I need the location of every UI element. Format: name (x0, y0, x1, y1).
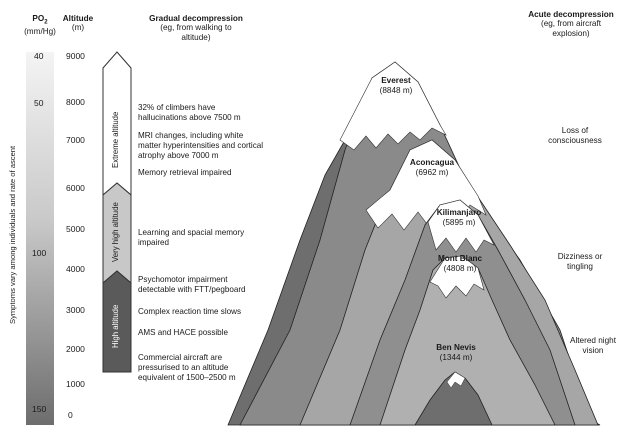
peak-name: Everest (381, 76, 411, 85)
altitude-unit: (m) (71, 23, 85, 33)
altitude-tick: 2000 (66, 344, 85, 354)
altitude-tick: 3000 (66, 305, 85, 315)
peak-height: (5895 m) (442, 217, 476, 227)
peak-label-aconcagua: Aconcagua (6962 m) (410, 158, 454, 178)
altitude-tick: 4000 (66, 264, 85, 274)
altitude-tick: 8000 (66, 97, 85, 107)
peak-height: (6962 m) (415, 167, 449, 177)
mont-blanc-snowcap (429, 255, 485, 299)
po2-unit: (mm/Hg) (24, 26, 56, 36)
acute-effect-dizziness: Dizziness or tingling (557, 252, 603, 271)
po2-title: PO (32, 14, 45, 23)
po2-subscript: 2 (44, 19, 48, 26)
peak-label-ben-nevis: Ben Nevis (1344 m) (436, 343, 476, 363)
zone-label-very-high: Very high altitude (111, 202, 120, 262)
peak-name: Kilimanjaro (436, 208, 482, 217)
po2-tick: 100 (32, 248, 47, 258)
peak-label-mont-blanc: Mont Blanc (4808 m) (438, 254, 482, 274)
altitude-tick: 1000 (66, 379, 85, 389)
peak-name: Ben Nevis (436, 343, 476, 352)
acute-title: Acute decompression (528, 10, 614, 19)
po2-gradient-bar (26, 52, 54, 425)
zone-label-high: High altitude (111, 304, 120, 348)
note-aircraft: Commercial aircraft are pressurised to a… (138, 353, 236, 382)
peak-height: (4808 m) (443, 263, 477, 273)
peak-height: (8848 m) (379, 85, 413, 95)
altitude-tick: 0 (68, 410, 73, 420)
ben-nevis-snowcap (446, 371, 466, 389)
altitude-tick: 5000 (66, 224, 85, 234)
peak-label-kilimanjaro: Kilimanjaro (5895 m) (437, 208, 482, 228)
peak-name: Mont Blanc (437, 254, 483, 263)
note-reaction-time: Complex reaction time slows (138, 307, 242, 316)
altitude-title: Altitude (62, 14, 94, 23)
altitude-tick: 7000 (66, 135, 85, 145)
gradual-header: Gradual decompression (eg, from walking … (136, 14, 256, 42)
altitude-tick: 6000 (66, 183, 85, 193)
kilimanjaro-snowcap (427, 199, 495, 253)
everest-snowcap (339, 61, 447, 151)
acute-subtitle: (eg, from aircraft explosion) (540, 19, 602, 38)
note-learning: Learning and spacial memory impaired (138, 228, 245, 247)
note-ams-hace: AMS and HACE possible (138, 328, 228, 337)
altitude-header: Altitude (m) (60, 14, 96, 33)
peak-label-everest: Everest (8848 m) (380, 76, 413, 96)
peak-name: Aconcagua (409, 158, 455, 167)
gradual-subtitle: (eg, from walking to altitude) (160, 23, 232, 42)
acute-effect-night-vision: Altered night vision (570, 336, 616, 355)
zone-label-extreme: Extreme altitude (111, 111, 120, 168)
peak-height: (1344 m) (439, 352, 473, 362)
gradual-title: Gradual decompression (149, 14, 243, 23)
note-psychomotor: Psychomotor impairment detectable with F… (138, 275, 246, 294)
note-mri: MRI changes, including white matter hype… (138, 131, 264, 160)
po2-header: PO2 (mm/Hg) (22, 14, 58, 36)
po2-tick: 150 (32, 404, 47, 414)
side-label: Symptoms vary among individuals and rate… (8, 145, 17, 324)
note-memory-retrieval: Memory retrieval impaired (138, 168, 232, 177)
high-altitude-arrow (102, 270, 132, 373)
acute-effect-loss-of-consciousness: Loss of consciousness (548, 126, 602, 145)
altitude-tick: 9000 (66, 51, 85, 61)
po2-tick: 50 (34, 98, 44, 108)
acute-header: Acute decompression (eg, from aircraft e… (524, 10, 618, 38)
note-hallucinations: 32% of climbers have hallucinations abov… (138, 103, 241, 122)
po2-tick: 40 (34, 51, 44, 61)
